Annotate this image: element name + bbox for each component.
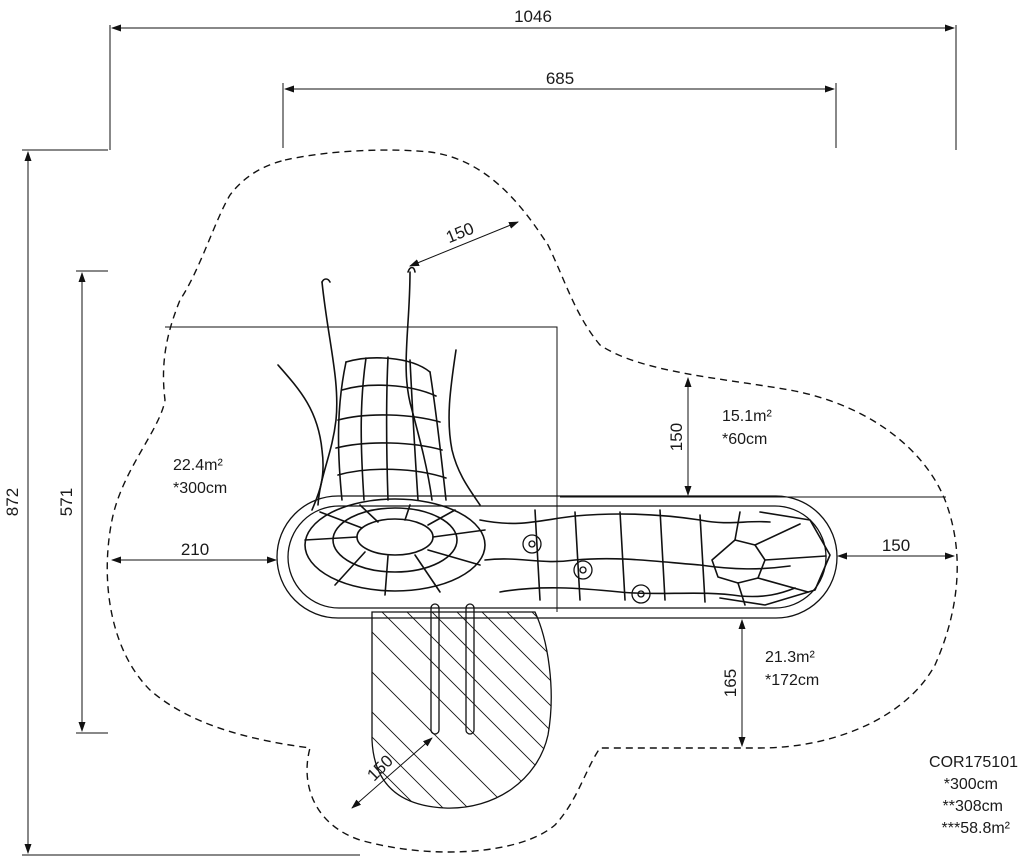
dimension-left-clearance-label: 210 [181, 540, 209, 559]
dimension-upper-right-clearance-label: 150 [667, 423, 686, 451]
dimension-left-clearance: 210 [111, 540, 277, 564]
area-left-height: *300cm [173, 480, 227, 497]
dimension-bottom-right-clearance-label: 165 [721, 669, 740, 697]
step-pod-3 [631, 584, 651, 604]
traverse-net [479, 509, 831, 606]
dimension-overall-height-label: 872 [3, 488, 22, 516]
slide-exit-hatch [372, 612, 552, 809]
product-free-height: *300cm [944, 776, 998, 793]
dimension-structure-height-label: 571 [57, 488, 76, 516]
dimension-overall-height: 872 [3, 149, 360, 856]
dimension-bottom-clearance: 150 [351, 737, 433, 809]
step-pod-3-center [637, 590, 645, 598]
area-upper-right-size: 15.1m² [722, 408, 772, 425]
area-lower-right-height: *172cm [765, 672, 819, 689]
area-lower-right-size: 21.3m² [765, 649, 815, 666]
dimension-overall-width-label: 1046 [514, 7, 552, 26]
slide-post-right [465, 603, 475, 735]
area-upper-right-height: *60cm [722, 431, 767, 448]
step-pod-2 [573, 560, 593, 580]
step-pod-1-center [528, 540, 536, 548]
area-left-size: 22.4m² [173, 457, 223, 474]
step-pod-2-center [579, 566, 587, 574]
slide-post-left [430, 603, 440, 735]
bowl-net [304, 498, 486, 596]
dimension-inner-width-label: 685 [546, 69, 574, 88]
step-pod-1 [522, 534, 542, 554]
dimension-structure-height: 571 [57, 270, 108, 734]
product-total-area: ***58.8m² [942, 820, 1011, 837]
dimension-top-clearance-label: 150 [443, 219, 476, 247]
safety-zone-outline [106, 149, 958, 853]
dimension-right-clearance: 150 [837, 536, 955, 560]
dimension-top-clearance: 150 [409, 219, 519, 267]
dimension-right-clearance-label: 150 [882, 536, 910, 555]
product-fall-height: **308cm [943, 798, 1003, 815]
dimension-inner-width: 685 [282, 69, 837, 148]
dimension-overall-width: 1046 [109, 7, 957, 150]
structure-outline-line [165, 326, 558, 612]
dimension-upper-right-clearance: 150 [667, 377, 692, 496]
product-code: COR175101 [929, 754, 1018, 771]
dimension-bottom-right-clearance: 165 [721, 619, 746, 747]
net-tower [277, 266, 481, 511]
